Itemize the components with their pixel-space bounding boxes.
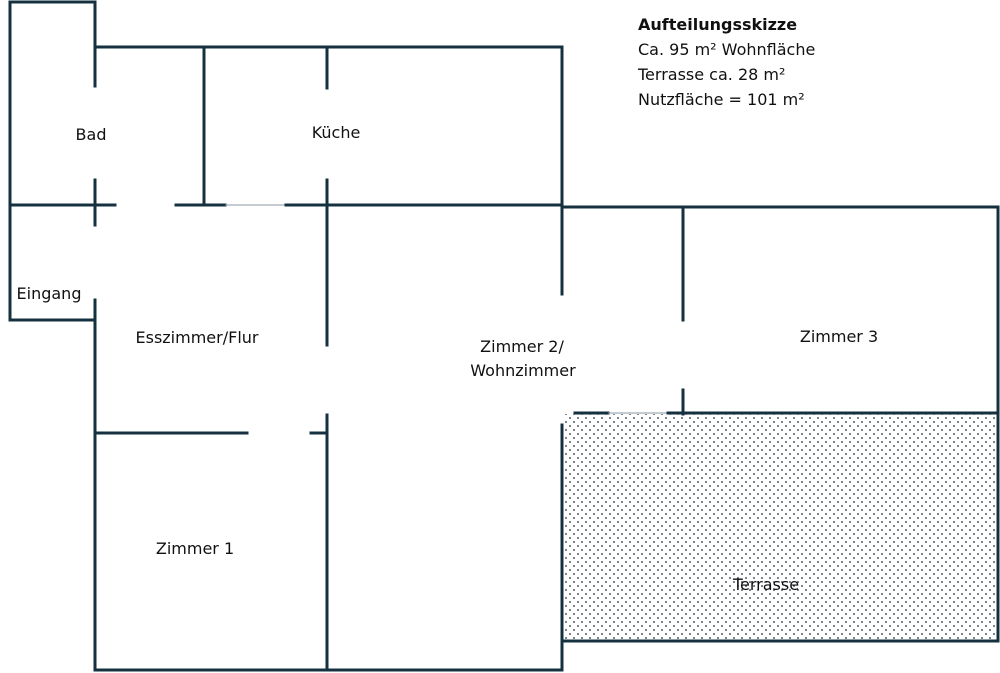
wall-bad-outer [8, 0, 97, 207]
info-title: Aufteilungsskizze [638, 15, 798, 34]
room-label-esszimmer: Esszimmer/Flur [136, 328, 259, 347]
room-label-zimmer3: Zimmer 3 [800, 327, 878, 346]
info-usable-area: Nutzfläche = 101 m² [638, 90, 805, 109]
room-label-eingang: Eingang [17, 284, 82, 303]
room-label-zimmer2-line1: Zimmer 2/ [480, 337, 564, 356]
room-labels: Bad Küche Eingang Esszimmer/Flur Zimmer … [17, 123, 879, 594]
info-terrace-area: Terrasse ca. 28 m² [638, 65, 786, 84]
room-label-bad: Bad [76, 125, 107, 144]
terrace-area [565, 414, 998, 641]
info-living-area: Ca. 95 m² Wohnfläche [638, 40, 816, 59]
info-box: Aufteilungsskizze Ca. 95 m² Wohnfläche T… [638, 12, 815, 112]
wall-eingang [8, 203, 97, 322]
room-label-terrasse: Terrasse [732, 575, 799, 594]
room-label-zimmer1: Zimmer 1 [156, 539, 234, 558]
room-label-zimmer2-line2: Wohnzimmer [470, 361, 576, 380]
walls [8, 0, 1000, 672]
room-label-kueche: Küche [312, 123, 361, 142]
